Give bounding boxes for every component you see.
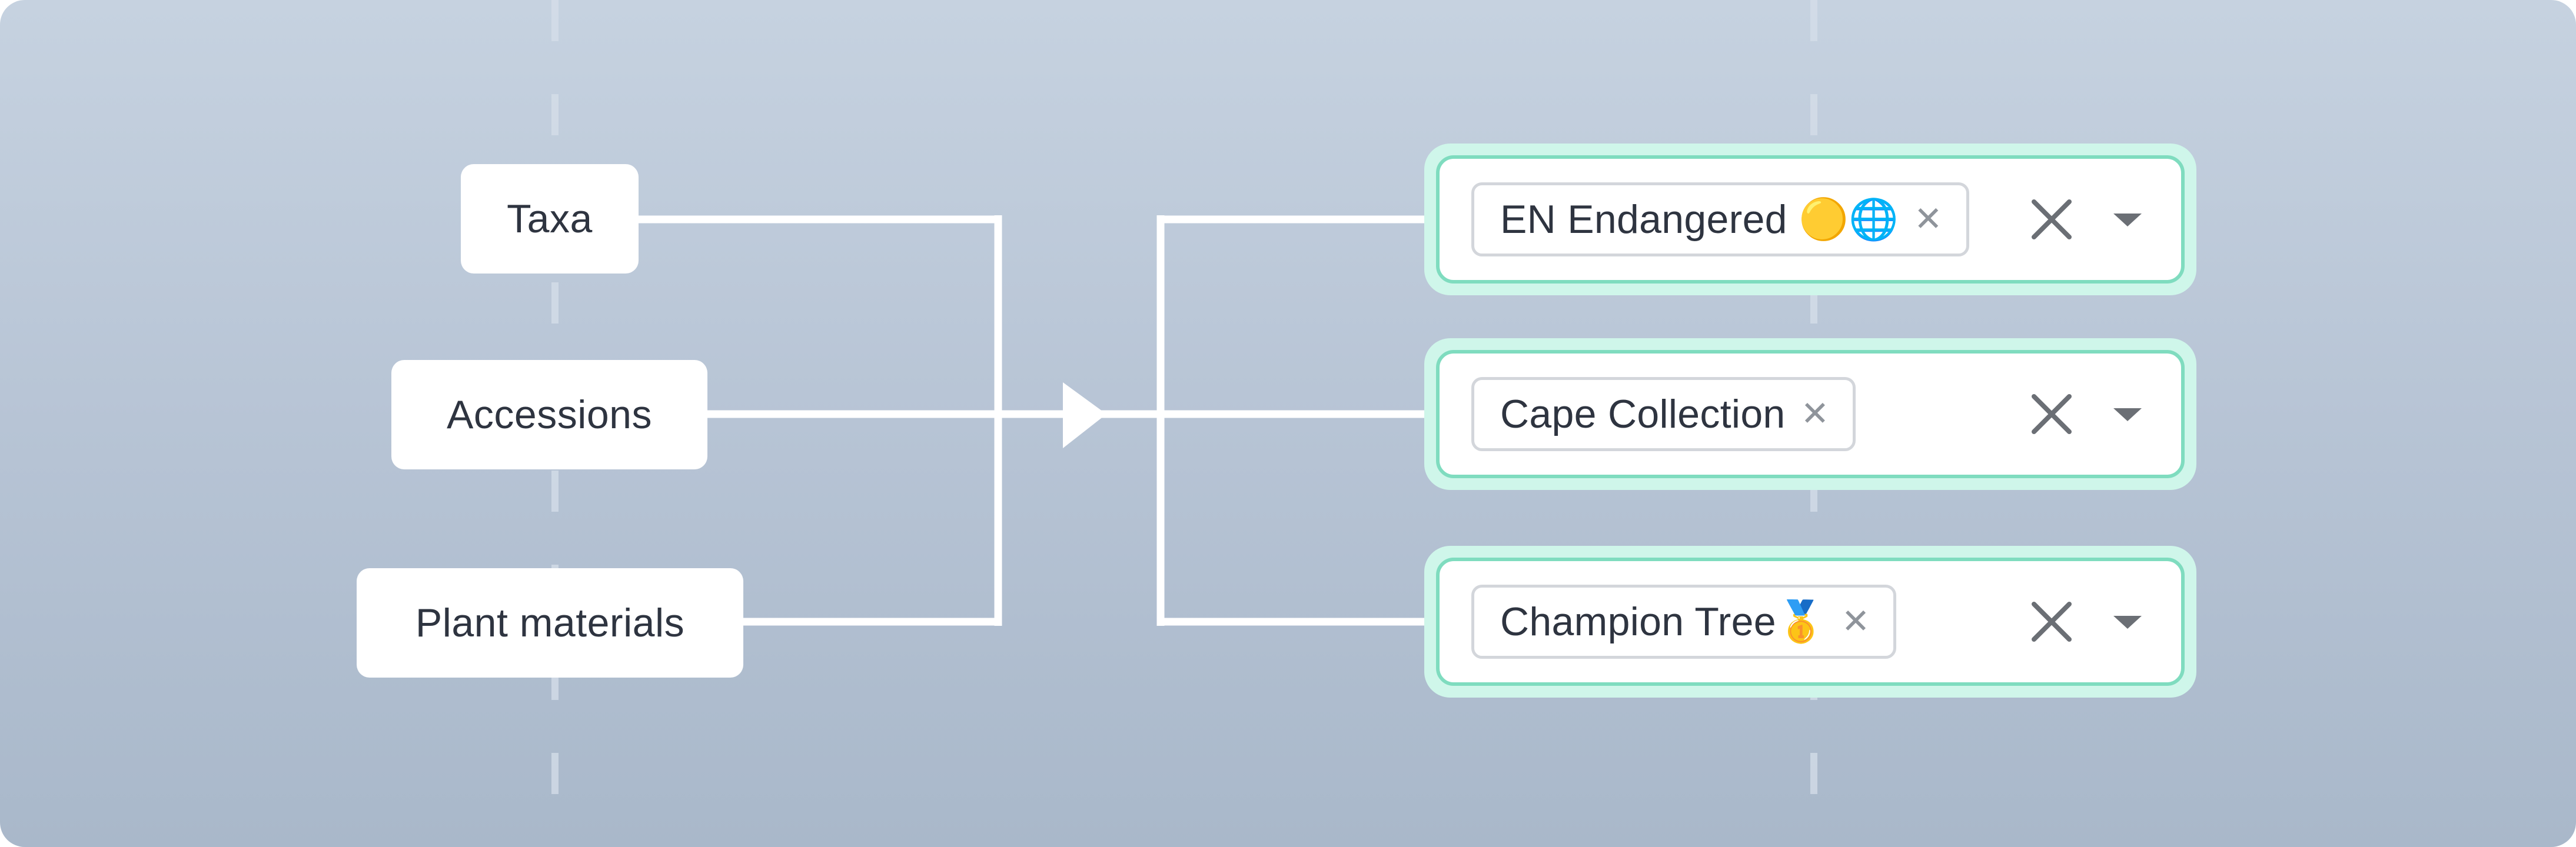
chip-label: Champion Tree🥇 xyxy=(1500,599,1826,644)
source-label: Plant materials xyxy=(415,601,685,645)
caret-down-icon xyxy=(2113,214,2142,226)
split-bracket xyxy=(1101,215,1436,626)
caret-down-icon xyxy=(2113,408,2142,421)
filter-select-cape-collection[interactable]: Cape Collection ✕ xyxy=(1424,338,2196,490)
chip-remove-icon[interactable]: ✕ xyxy=(1800,395,1830,433)
source-node-accessions: Accessions xyxy=(391,360,707,469)
close-icon xyxy=(2032,199,2072,239)
select-field[interactable]: Cape Collection ✕ xyxy=(1436,350,2185,478)
chip-remove-icon[interactable]: ✕ xyxy=(1913,200,1943,238)
chip-remove-icon[interactable]: ✕ xyxy=(1841,602,1870,641)
selected-chip: EN Endangered 🟡🌐 ✕ xyxy=(1471,182,1969,256)
chip-label: EN Endangered 🟡🌐 xyxy=(1500,197,1899,242)
select-field[interactable]: EN Endangered 🟡🌐 ✕ xyxy=(1436,155,2185,284)
dropdown-button[interactable] xyxy=(2109,610,2146,633)
selected-chip: Cape Collection ✕ xyxy=(1471,377,1856,451)
flow-arrow-icon xyxy=(1063,382,1106,448)
source-label: Taxa xyxy=(507,196,593,241)
filter-select-champion-tree[interactable]: Champion Tree🥇 ✕ xyxy=(1424,546,2196,698)
select-field[interactable]: Champion Tree🥇 ✕ xyxy=(1436,558,2185,686)
clear-button[interactable] xyxy=(2028,196,2075,243)
dropdown-button[interactable] xyxy=(2109,402,2146,426)
merge-bracket xyxy=(636,215,1065,626)
source-label: Accessions xyxy=(447,392,652,437)
outgoing-lines xyxy=(2189,215,2576,626)
selected-chip: Champion Tree🥇 ✕ xyxy=(1471,585,1897,659)
close-icon xyxy=(2032,602,2072,642)
caret-down-icon xyxy=(2113,616,2142,629)
dropdown-button[interactable] xyxy=(2109,208,2146,231)
incoming-lines xyxy=(0,215,465,626)
clear-button[interactable] xyxy=(2028,598,2075,645)
filter-select-endangered[interactable]: EN Endangered 🟡🌐 ✕ xyxy=(1424,144,2196,295)
source-node-taxa: Taxa xyxy=(461,164,639,274)
clear-button[interactable] xyxy=(2028,391,2075,438)
source-node-plant-materials: Plant materials xyxy=(357,568,743,678)
close-icon xyxy=(2032,394,2072,434)
chip-label: Cape Collection xyxy=(1500,392,1786,436)
